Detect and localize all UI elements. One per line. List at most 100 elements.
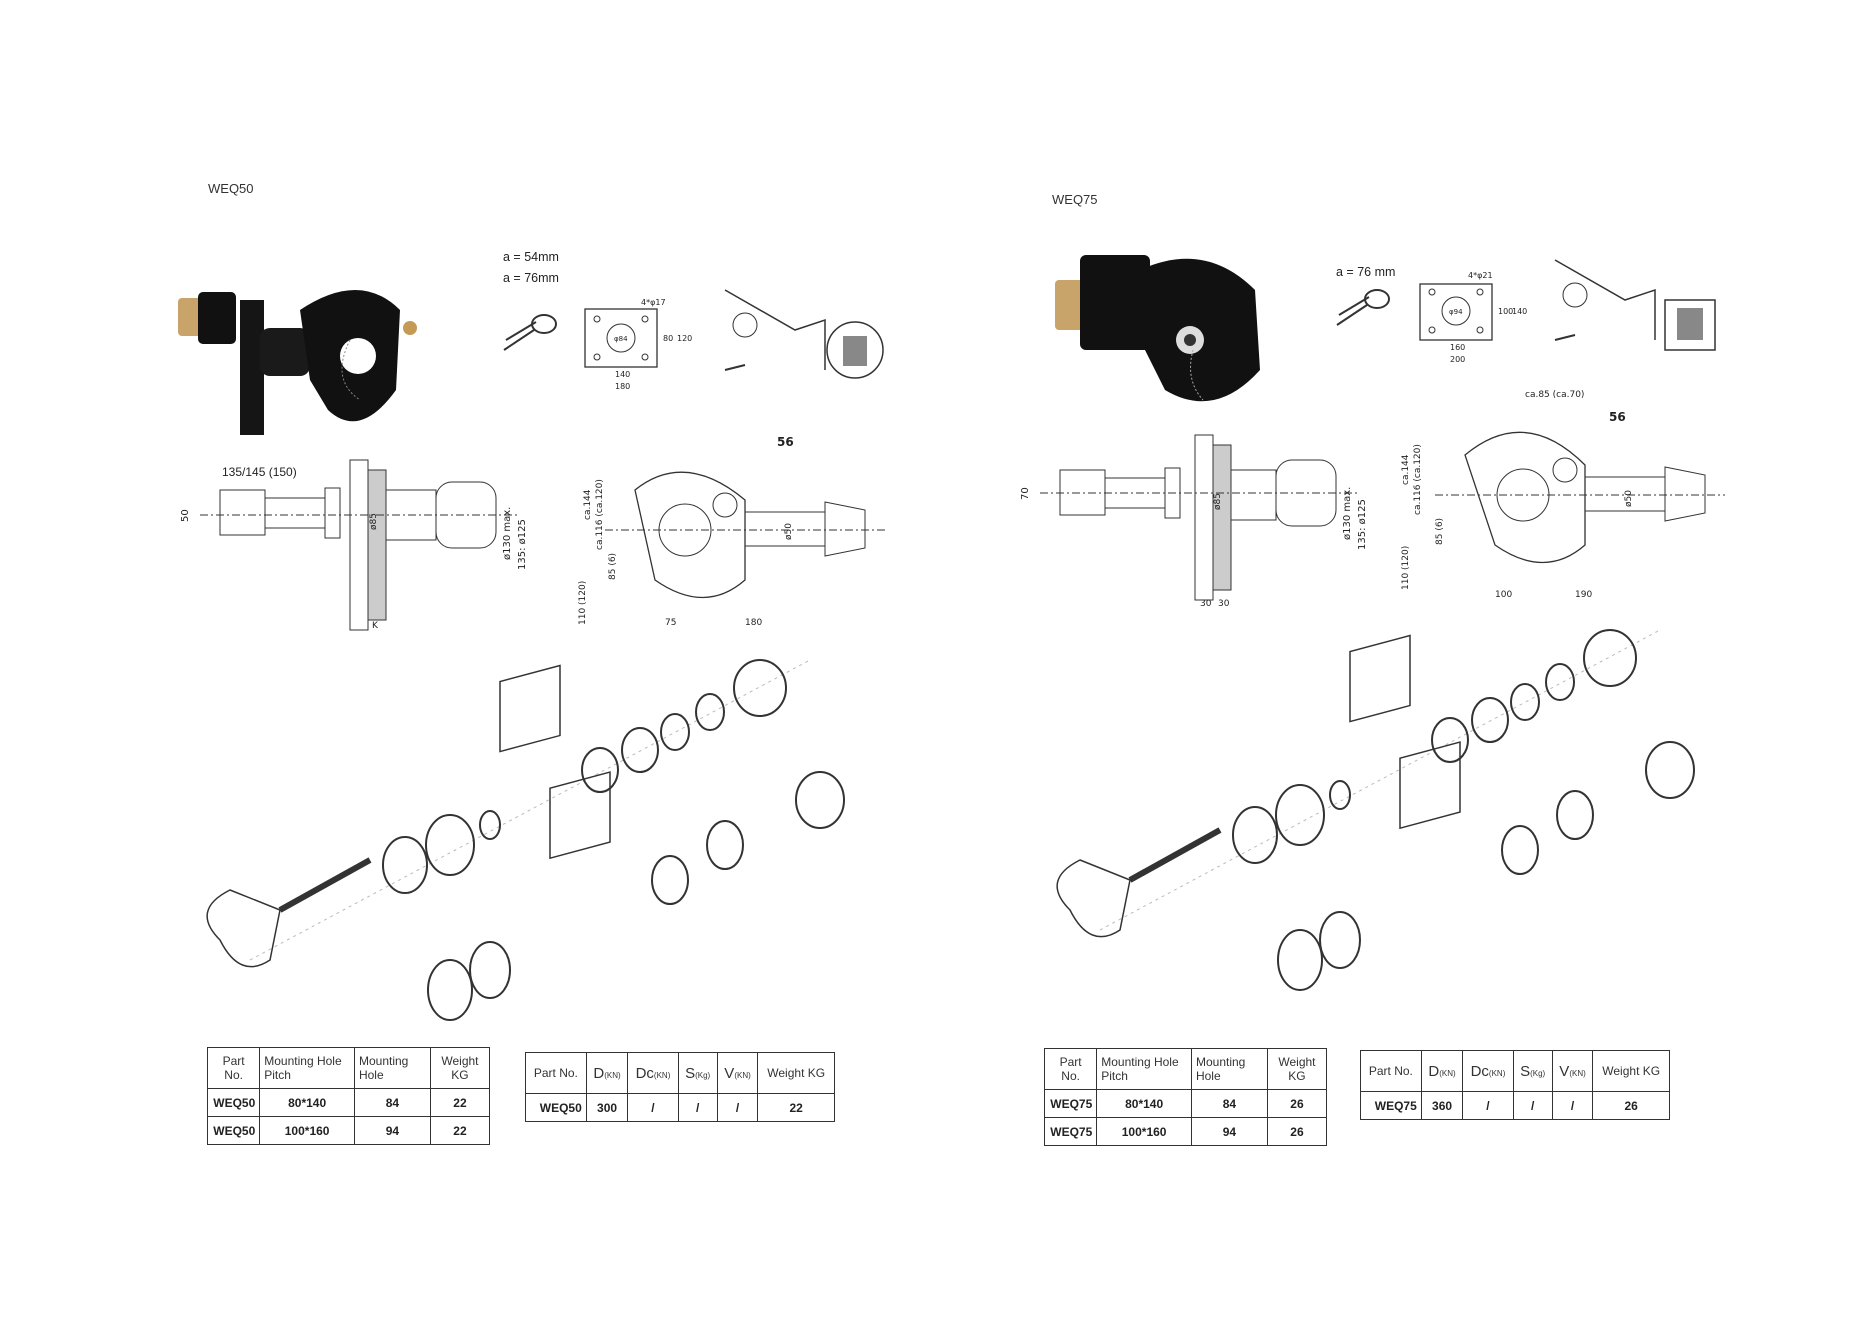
svg-text:50: 50 <box>180 509 191 522</box>
side-dim-top-left: 135/145 (150) <box>222 465 297 479</box>
hook-side-drawing-left: 56 ca.144 ca.116 (ca.120) 110 (120) 85 (… <box>578 435 885 628</box>
spec-table-mounting-right: Part No. Mounting Hole Pitch Mounting Ho… <box>1043 1048 1328 1146</box>
svg-text:70: 70 <box>1020 487 1031 500</box>
svg-text:56: 56 <box>777 435 794 449</box>
svg-text:4*φ21: 4*φ21 <box>1468 271 1493 280</box>
svg-text:120: 120 <box>677 334 692 343</box>
header-weight: Weight KG <box>1592 1050 1670 1092</box>
cell-part-no: WEQ50 <box>525 1093 587 1122</box>
svg-text:ca.144: ca.144 <box>1401 454 1411 485</box>
mounting-plate-drawing-left: 4*φ17 φ84 140 180 80 120 <box>584 298 692 391</box>
mounting-plate-drawing-right: 4*φ21 φ94 160 200 100 140 <box>1419 271 1527 364</box>
svg-text:φ84: φ84 <box>614 335 628 343</box>
svg-text:85 (6): 85 (6) <box>1435 518 1445 545</box>
cell-part-no: WEQ50 <box>206 1116 261 1145</box>
hook-side-drawing-right: ca.85 (ca.70) 56 ca.144 ca.116 (ca.120) … <box>1401 390 1725 600</box>
svg-text:80: 80 <box>663 334 673 343</box>
svg-text:85 (6): 85 (6) <box>608 553 618 580</box>
table-row: WEQ75 80*140 84 26 <box>1043 1089 1328 1118</box>
header-mounting-hole: Mounting Hole <box>1190 1048 1268 1090</box>
table-row: WEQ50 300 / / / 22 <box>525 1093 835 1122</box>
spec-table-load-left: Part No. D(KN) Dc(KN) S(Kg) V(KN) Weight… <box>525 1052 835 1122</box>
svg-text:135: ø125: 135: ø125 <box>1357 499 1368 550</box>
svg-text:φ94: φ94 <box>1449 308 1463 316</box>
svg-text:ca.85 (ca.70): ca.85 (ca.70) <box>1525 390 1584 400</box>
cell-weight: 22 <box>429 1088 491 1117</box>
svg-text:110 (120): 110 (120) <box>1401 546 1411 590</box>
svg-text:75: 75 <box>665 618 676 628</box>
header-part-no: Part No. <box>525 1052 587 1094</box>
cell-hole: 94 <box>353 1116 431 1145</box>
cell-v: / <box>716 1093 759 1122</box>
header-dc: Dc(KN) <box>1462 1050 1514 1092</box>
svg-text:ø130 max.: ø130 max. <box>502 507 513 560</box>
eye-note-1-right: a = 76 mm <box>1336 265 1396 279</box>
cell-hole: 84 <box>353 1088 431 1117</box>
svg-text:110 (120): 110 (120) <box>578 581 588 625</box>
cell-weight: 26 <box>1266 1089 1328 1118</box>
header-weight: Weight KG <box>757 1052 835 1094</box>
header-s: S(Kg) <box>677 1052 718 1094</box>
cell-s: / <box>677 1093 718 1122</box>
header-mounting-hole: Mounting Hole <box>353 1047 431 1089</box>
exploded-parts-view-right <box>1056 629 1695 991</box>
header-s: S(Kg) <box>1512 1050 1553 1092</box>
cell-weight: 26 <box>1592 1091 1670 1120</box>
cell-dc: / <box>627 1093 679 1122</box>
svg-text:ca.116 (ca.120): ca.116 (ca.120) <box>1413 444 1423 515</box>
table-row: WEQ75 360 / / / 26 <box>1360 1091 1670 1120</box>
cell-pitch: 80*140 <box>1096 1089 1192 1118</box>
svg-text:ø130 max.: ø130 max. <box>1342 487 1353 540</box>
svg-text:ca.144: ca.144 <box>583 489 593 520</box>
model-title-left: WEQ50 <box>208 181 254 196</box>
cell-weight: 22 <box>757 1093 835 1122</box>
header-part-no: Part No. <box>1043 1048 1098 1090</box>
cell-part-no: WEQ50 <box>206 1088 261 1117</box>
cell-d: 360 <box>1420 1091 1464 1120</box>
svg-text:K: K <box>372 621 379 631</box>
header-part-no: Part No. <box>206 1047 261 1089</box>
spec-table-mounting-left: Part No. Mounting Hole Pitch Mounting Ho… <box>206 1047 491 1145</box>
drawbar-eye-sketch-right <box>1336 289 1390 326</box>
svg-text:100: 100 <box>1498 307 1513 316</box>
svg-text:200: 200 <box>1450 355 1465 364</box>
svg-text:ø50: ø50 <box>784 523 794 540</box>
svg-text:135: ø125: 135: ø125 <box>517 519 528 570</box>
header-v: V(KN) <box>1551 1050 1594 1092</box>
header-mounting-hole-pitch: Mounting Hole Pitch <box>259 1047 355 1089</box>
svg-text:180: 180 <box>615 382 630 391</box>
header-weight: Weight KG <box>1266 1048 1328 1090</box>
svg-text:ø85: ø85 <box>1213 493 1223 510</box>
cell-v: / <box>1551 1091 1594 1120</box>
cell-part-no: WEQ75 <box>1043 1089 1098 1118</box>
cell-weight: 22 <box>429 1116 491 1145</box>
svg-text:30: 30 <box>1218 599 1230 609</box>
cell-s: / <box>1512 1091 1553 1120</box>
cell-pitch: 80*140 <box>259 1088 355 1117</box>
eye-note-1-left: a = 54mm <box>503 250 559 264</box>
svg-text:140: 140 <box>1512 307 1527 316</box>
mounting-perspective-sketch-right <box>1554 259 1716 351</box>
svg-text:190: 190 <box>1575 590 1592 600</box>
svg-text:100: 100 <box>1495 590 1512 600</box>
cell-part-no: WEQ75 <box>1043 1117 1098 1146</box>
header-dc: Dc(KN) <box>627 1052 679 1094</box>
svg-text:ca.116 (ca.120): ca.116 (ca.120) <box>595 479 605 550</box>
header-d: D(KN) <box>1420 1050 1464 1092</box>
cell-part-no: WEQ75 <box>1360 1091 1422 1120</box>
cell-d: 300 <box>585 1093 629 1122</box>
svg-text:30: 30 <box>1200 599 1212 609</box>
header-part-no: Part No. <box>1360 1050 1422 1092</box>
model-title-right: WEQ75 <box>1052 192 1098 207</box>
table-row: WEQ50 100*160 94 22 <box>206 1116 491 1145</box>
cell-weight: 26 <box>1266 1117 1328 1146</box>
svg-text:ø50: ø50 <box>1624 490 1634 507</box>
svg-text:140: 140 <box>615 370 630 379</box>
svg-text:ø85: ø85 <box>369 513 379 530</box>
product-photo-left <box>178 290 417 435</box>
table-row: WEQ75 100*160 94 26 <box>1043 1117 1328 1146</box>
product-photo-right <box>1055 255 1260 402</box>
header-v: V(KN) <box>716 1052 759 1094</box>
side-section-drawing-right: 70 ø85 ø130 max. 135: ø125 30 30 <box>1020 434 1368 609</box>
svg-text:160: 160 <box>1450 343 1465 352</box>
